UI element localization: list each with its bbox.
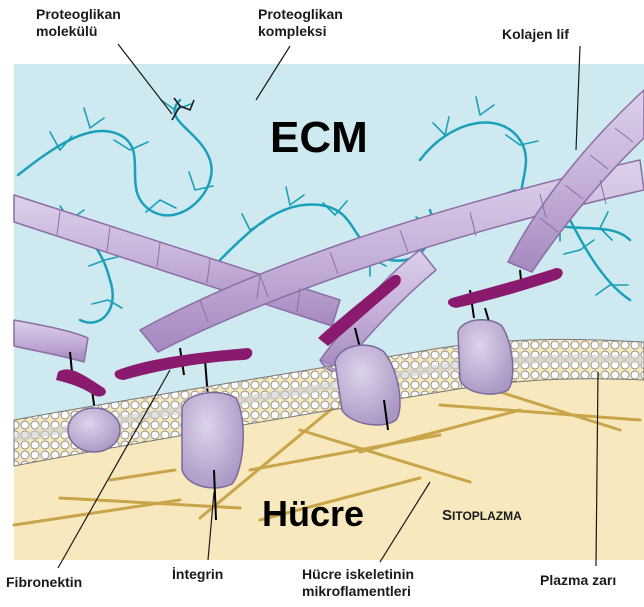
label-line: Proteoglikan [258,6,343,23]
region-label-cytoplasm: SITOPLAZMA [442,507,522,524]
integrin-protein [182,393,243,488]
label-line: mikroflamentleri [302,583,414,600]
label-line: molekülü [36,23,121,40]
label-microfilaments: Hücre iskeletinin mikroflamentleri [302,566,414,600]
region-label-cell: Hücre [262,493,364,534]
label-plasma-membrane: Plazma zarı [540,572,616,589]
cytoplasm-rest: ITOPLAZMA [452,509,522,523]
region-label-ecm: ECM [270,113,368,162]
label-line: kompleksi [258,23,343,40]
integrin-protein [458,320,513,394]
label-proteoglycan-molecule: Proteoglikan molekülü [36,6,121,40]
integrin-protein [68,408,120,452]
label-collagen-fiber: Kolajen lif [502,26,569,43]
label-integrin: İntegrin [172,566,223,583]
cytoplasm-initial: S [442,507,452,524]
label-line: Hücre iskeletinin [302,566,414,583]
label-fibronectin: Fibronektin [6,574,82,591]
label-line: Proteoglikan [36,6,121,23]
label-proteoglycan-complex: Proteoglikan kompleksi [258,6,343,40]
